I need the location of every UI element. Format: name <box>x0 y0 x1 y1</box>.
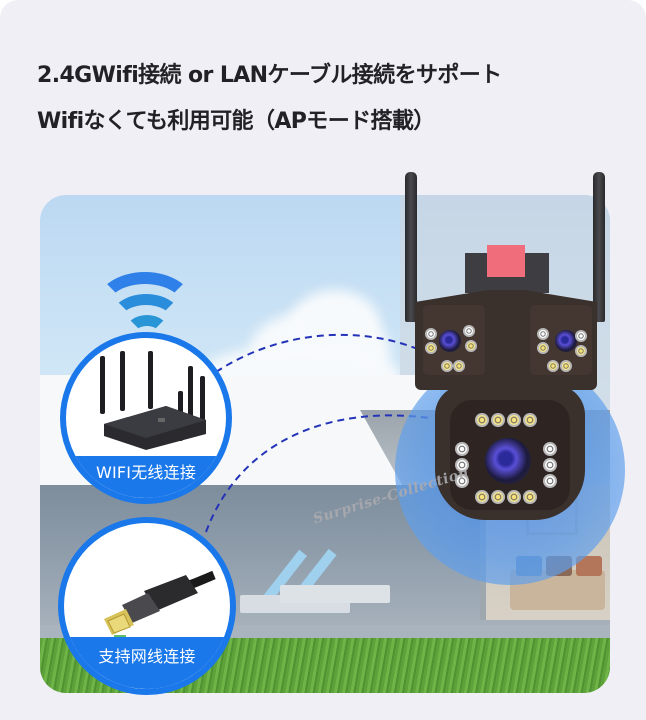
ir-led <box>455 442 469 456</box>
warm-led <box>453 360 465 372</box>
security-camera <box>395 170 625 530</box>
warm-led <box>547 360 559 372</box>
ir-led <box>543 442 557 456</box>
ir-led <box>543 458 557 472</box>
right-lens <box>555 330 577 352</box>
headline-connection-support: 2.4GWifi接続 or LANケーブル接続をサポート <box>37 63 502 88</box>
wifi-icon <box>95 272 205 342</box>
antenna-right <box>593 172 605 322</box>
ir-led <box>543 474 557 488</box>
ir-led <box>537 328 549 340</box>
warm-led <box>507 490 521 504</box>
warm-led <box>475 490 489 504</box>
wifi-badge-label: WIFI无线连接 <box>66 456 226 498</box>
lan-badge-label: 支持网线连接 <box>64 637 230 689</box>
warm-led <box>537 342 549 354</box>
warm-led <box>425 342 437 354</box>
warm-led <box>507 413 521 427</box>
left-lens <box>439 330 461 352</box>
warm-led <box>491 413 505 427</box>
ir-led <box>455 458 469 472</box>
warm-led <box>560 360 572 372</box>
router-icon <box>100 351 206 450</box>
main-lens <box>485 438 531 484</box>
headline-ap-mode: Wifiなくても利用可能（APモード搭載） <box>37 109 435 134</box>
lan-connection-badge: 支持网线连接 <box>58 517 236 695</box>
ir-led <box>463 325 475 337</box>
warm-led <box>523 490 537 504</box>
warm-led <box>475 413 489 427</box>
ir-led <box>575 330 587 342</box>
warm-led <box>441 360 453 372</box>
warm-led <box>523 413 537 427</box>
warm-led <box>491 490 505 504</box>
antenna-left <box>405 172 417 322</box>
mount-bracket <box>487 245 525 277</box>
lounger-base <box>280 585 390 603</box>
ir-led <box>455 474 469 488</box>
ethernet-cable-icon <box>104 570 216 641</box>
cushion <box>576 556 602 576</box>
wifi-connection-badge: WIFI无线连接 <box>60 332 232 504</box>
ir-led <box>425 328 437 340</box>
warm-led <box>575 345 587 357</box>
warm-led <box>465 340 477 352</box>
